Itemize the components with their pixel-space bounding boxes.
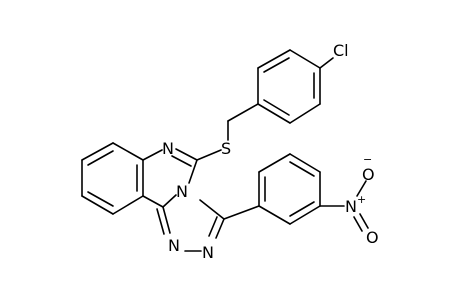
bond <box>112 142 144 161</box>
bond <box>81 195 114 215</box>
bond <box>81 142 114 161</box>
bond <box>289 49 321 69</box>
nitro-oxygen-top-label: O <box>362 165 375 184</box>
nitro-nitrogen-charge: + <box>357 193 366 206</box>
bond <box>289 103 321 124</box>
bond <box>199 199 225 220</box>
bond-inner <box>171 155 192 167</box>
bond <box>289 205 321 225</box>
triazole-nitrogen-1-label: N <box>168 236 180 255</box>
bond <box>162 194 177 208</box>
bond <box>258 153 291 173</box>
bond-inner <box>263 57 290 73</box>
bond <box>223 205 260 220</box>
nitro-oxygen-bottom-label: O <box>366 228 379 247</box>
nitro-nitrogen-label: N <box>345 197 357 216</box>
bond <box>356 180 367 197</box>
quinazoline-nitrogen-label: N <box>162 139 174 158</box>
bond <box>289 153 321 173</box>
bond-inner <box>208 216 218 237</box>
bond <box>188 159 198 184</box>
bond-inner <box>263 99 290 116</box>
bond-inner <box>289 161 315 177</box>
atom-labels: Cl S N N N N N + O − O <box>162 41 379 262</box>
bond <box>142 149 163 161</box>
bond-inner <box>156 208 165 235</box>
bond <box>257 103 291 124</box>
bond <box>258 205 291 225</box>
nitro-oxygen-top-charge: − <box>363 153 372 166</box>
bond <box>215 218 225 239</box>
bonds <box>81 49 369 252</box>
bridgehead-nitrogen-label: N <box>176 182 188 201</box>
sulfur-atom-label: S <box>221 139 231 158</box>
bond <box>175 148 198 161</box>
bond <box>359 213 369 229</box>
bond <box>227 103 259 122</box>
bond <box>112 195 144 215</box>
bond <box>162 206 171 234</box>
bond-inner <box>87 150 114 166</box>
bond <box>196 149 222 161</box>
bond <box>142 195 164 208</box>
chlorine-atom-label: Cl <box>333 41 349 60</box>
bond-inner <box>87 191 114 207</box>
bond-inner <box>353 216 363 232</box>
triazole-nitrogen-2-label: N <box>202 243 214 262</box>
bond-inner <box>289 201 315 217</box>
bond <box>257 49 291 69</box>
bond <box>319 57 334 69</box>
